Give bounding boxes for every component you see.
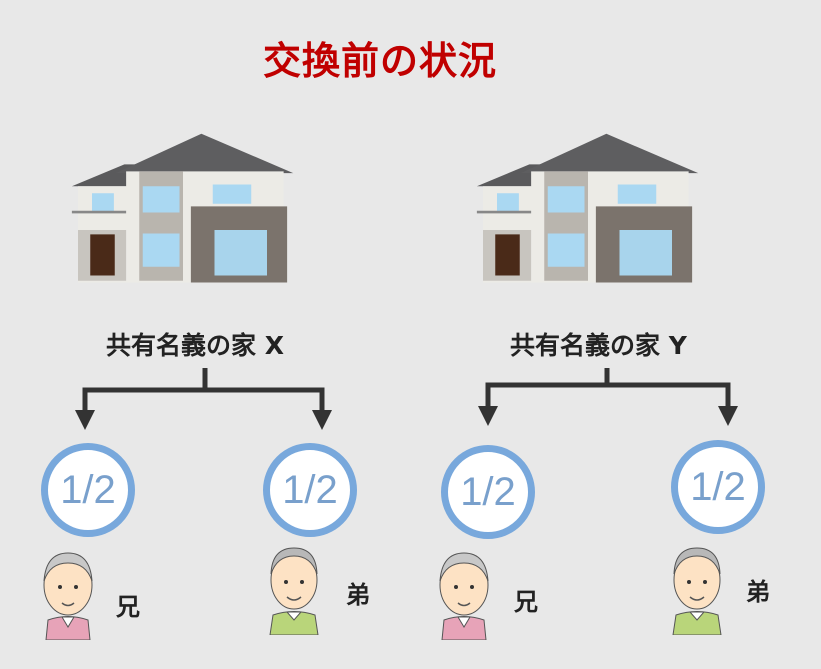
younger-brother-label: 弟 [746, 578, 770, 606]
house-x-arrows [75, 368, 332, 430]
house-x-label: 共有名義の家 X [106, 331, 284, 360]
elder-brother-avatar [38, 545, 98, 640]
share-circle-y-younger: 1/2 [671, 440, 765, 534]
house-y-arrows [478, 368, 738, 426]
house-y-image [465, 125, 725, 300]
elder-brother-label: 兄 [514, 588, 538, 616]
page-title: 交換前の状況 [262, 39, 497, 83]
share-circle-x-younger: 1/2 [263, 443, 357, 537]
house-y-label: 共有名義の家 Y [510, 331, 687, 360]
younger-brother-avatar [264, 540, 324, 635]
younger-brother-avatar [667, 540, 727, 635]
share-circle-x-elder: 1/2 [41, 443, 135, 537]
share-circle-y-elder: 1/2 [441, 445, 535, 539]
younger-brother-label: 弟 [346, 581, 370, 609]
elder-brother-label: 兄 [116, 593, 140, 621]
house-x-image [60, 125, 320, 300]
elder-brother-avatar [434, 545, 494, 640]
